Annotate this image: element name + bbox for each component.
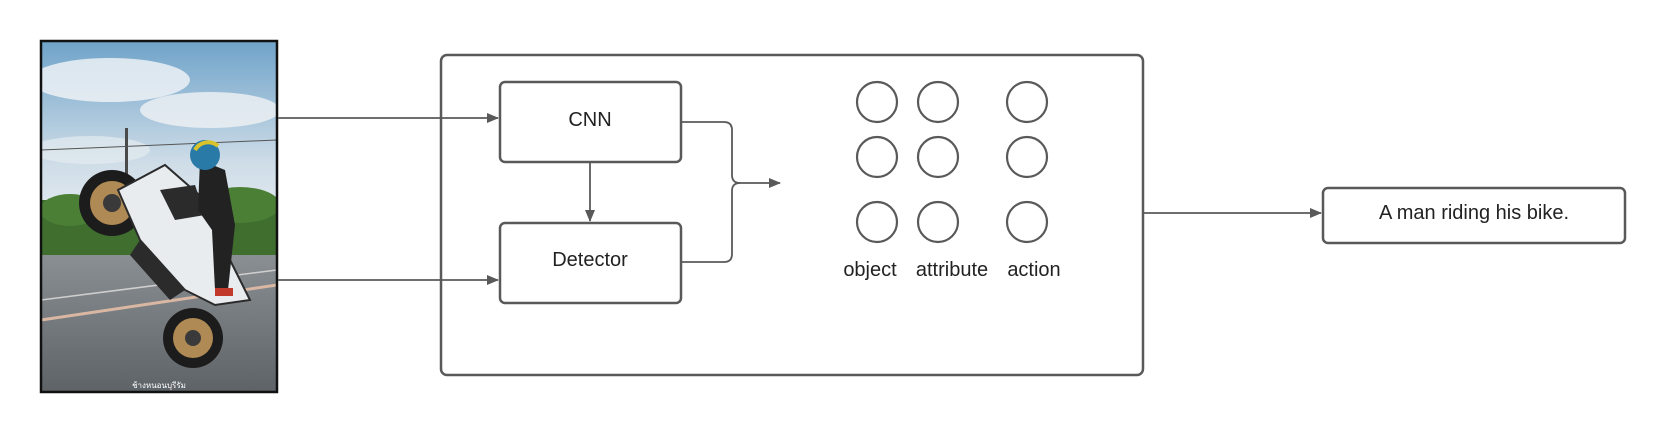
action-node <box>1005 80 1049 124</box>
input-photo: ช้างหนอนบุรีรัม <box>39 39 279 394</box>
photo-watermark: ช้างหนอนบุรีรัม <box>132 381 186 390</box>
object-node <box>855 200 899 244</box>
photo-frame <box>39 39 279 394</box>
output-caption: A man riding his bike. <box>1321 186 1627 245</box>
action-node <box>1005 135 1049 179</box>
cnn-label: CNN <box>568 109 611 131</box>
attribute-grid: object attribute action <box>843 80 1061 281</box>
detector-merge-line <box>682 182 741 263</box>
action-node <box>1005 200 1049 244</box>
cnn-box <box>498 80 683 164</box>
attribute-node <box>916 135 960 179</box>
column-label-object: object <box>843 259 897 281</box>
caption-text: A man riding his bike. <box>1379 202 1569 224</box>
detector-label: Detector <box>552 249 628 271</box>
detector-module: Detector <box>498 221 683 305</box>
caption-box <box>1321 186 1627 245</box>
column-label-attribute: attribute <box>916 259 988 281</box>
column-label-action: action <box>1007 259 1060 281</box>
attribute-node <box>916 200 960 244</box>
object-node <box>855 80 899 124</box>
object-node <box>855 135 899 179</box>
attribute-node <box>916 80 960 124</box>
detector-box <box>498 221 683 305</box>
cnn-module: CNN <box>498 80 683 164</box>
